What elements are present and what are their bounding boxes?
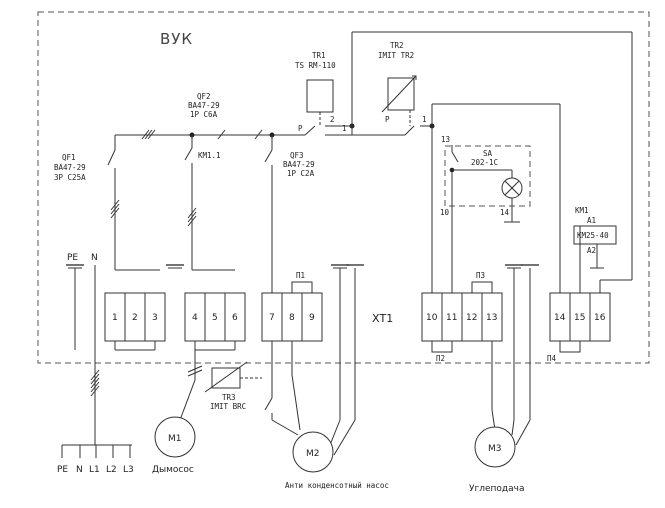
ground-pe-label: PE	[67, 253, 78, 263]
tr3-id: TR3	[222, 393, 236, 402]
km1-coil-id: КМ1	[575, 206, 589, 215]
jumper-p1-label: П1	[296, 271, 305, 280]
terminal-block-label: ХТ1	[372, 312, 393, 325]
terminal-group-3	[261, 292, 323, 342]
km1-contact-label: КМ1.1	[198, 151, 221, 160]
motor-m1-icon	[154, 416, 196, 458]
supply-l1: L1	[89, 465, 100, 475]
motor-m3-id: М3	[488, 444, 502, 454]
terminal-14: 14	[554, 313, 566, 323]
qf2-model: ВА47-29	[188, 101, 220, 110]
tr3-box	[211, 367, 241, 389]
jumper-p3	[471, 281, 493, 293]
motor-m2-caption: Анти конденсотный насос	[285, 481, 389, 490]
sa-id: SA	[483, 149, 493, 158]
km1-coil-a1: А1	[587, 216, 596, 225]
terminal-7: 7	[269, 313, 275, 323]
qf1-id: QF1	[62, 153, 76, 162]
terminal-15: 15	[574, 313, 585, 323]
tr1-box	[306, 79, 334, 113]
terminal-2: 2	[132, 313, 138, 323]
jumper-p3-label: П3	[476, 271, 485, 280]
tr3-model: IMIT BRC	[210, 402, 246, 411]
terminal-group-5	[549, 292, 611, 342]
jumper-p2	[431, 341, 453, 353]
km1-coil-box	[573, 225, 617, 245]
terminal-13: 13	[486, 313, 497, 323]
terminal-group-4	[421, 292, 503, 342]
terminal-8: 8	[289, 313, 295, 323]
sa-contact	[451, 151, 459, 163]
terminal-9: 9	[309, 313, 315, 323]
terminal-5: 5	[212, 313, 218, 323]
qf3-id: QF3	[290, 151, 304, 160]
terminal-group-1	[104, 292, 166, 342]
jumper-p1	[291, 281, 313, 293]
terminal-10: 10	[426, 313, 438, 323]
tr2-contact	[404, 125, 415, 136]
qf1-contact	[107, 149, 116, 166]
tr1-model: TS RM-110	[295, 61, 336, 70]
qf2-id: QF2	[197, 92, 211, 101]
terminal-12: 12	[466, 313, 477, 323]
label-13: 13	[441, 135, 450, 144]
jumper-p4	[559, 341, 581, 353]
supply-l3: L3	[123, 465, 134, 475]
terminal-11: 11	[446, 313, 457, 323]
terminal-16: 16	[594, 313, 606, 323]
jumper-p4-label: П4	[547, 354, 557, 363]
tr2-1: 1	[422, 115, 427, 124]
motor-m3-icon	[474, 426, 516, 468]
km1-coil-model: КМ25-40	[577, 231, 609, 240]
km1-contact	[184, 147, 193, 161]
sa-model: 202-1С	[471, 158, 498, 167]
qf2-rating: 1P C6A	[190, 110, 218, 119]
tr2-model: IMIT TR2	[378, 51, 414, 60]
qf3-contact	[264, 149, 273, 163]
supply-l2: L2	[106, 465, 117, 475]
label-14: 14	[500, 208, 510, 217]
tr1-id: TR1	[312, 51, 326, 60]
sa-dashed-box	[444, 145, 531, 207]
motor-m1-id: М1	[168, 434, 182, 444]
terminal-4: 4	[192, 313, 198, 323]
jumper-p2-label: П2	[436, 354, 445, 363]
motor-m2-id: М2	[306, 449, 320, 459]
supply-pe: PE	[57, 465, 68, 475]
label-10: 10	[440, 208, 450, 217]
qf3-model: ВА47-29	[283, 160, 315, 169]
tr1-1: 1	[342, 124, 347, 133]
enclosure-border	[37, 11, 650, 364]
qf1-rating: 3P C25A	[54, 173, 86, 182]
ground-n-label: N	[91, 253, 98, 263]
supply-n: N	[76, 465, 83, 475]
tr2-id: TR2	[390, 41, 404, 50]
terminal-group-2	[184, 292, 246, 342]
terminal-3: 3	[152, 313, 158, 323]
motor-m2-icon	[292, 431, 334, 473]
ground-pe	[66, 264, 84, 350]
tr3-contact	[264, 397, 273, 411]
enclosure-label: ВУК	[160, 30, 193, 48]
km1-coil-a2: А2	[587, 246, 596, 255]
qf1-model: ВА47-29	[54, 163, 86, 172]
tr2-p: P	[385, 115, 390, 124]
tr1-p: P	[298, 124, 303, 133]
terminal-6: 6	[232, 313, 238, 323]
tr1-2: 2	[330, 115, 335, 124]
qf3-rating: 1P C2A	[287, 169, 315, 178]
terminal-1: 1	[112, 313, 118, 323]
motor-m1-caption: Дымосос	[152, 465, 194, 475]
tr1-contact	[304, 125, 316, 136]
motor-m3-caption: Углеподача	[469, 484, 524, 494]
